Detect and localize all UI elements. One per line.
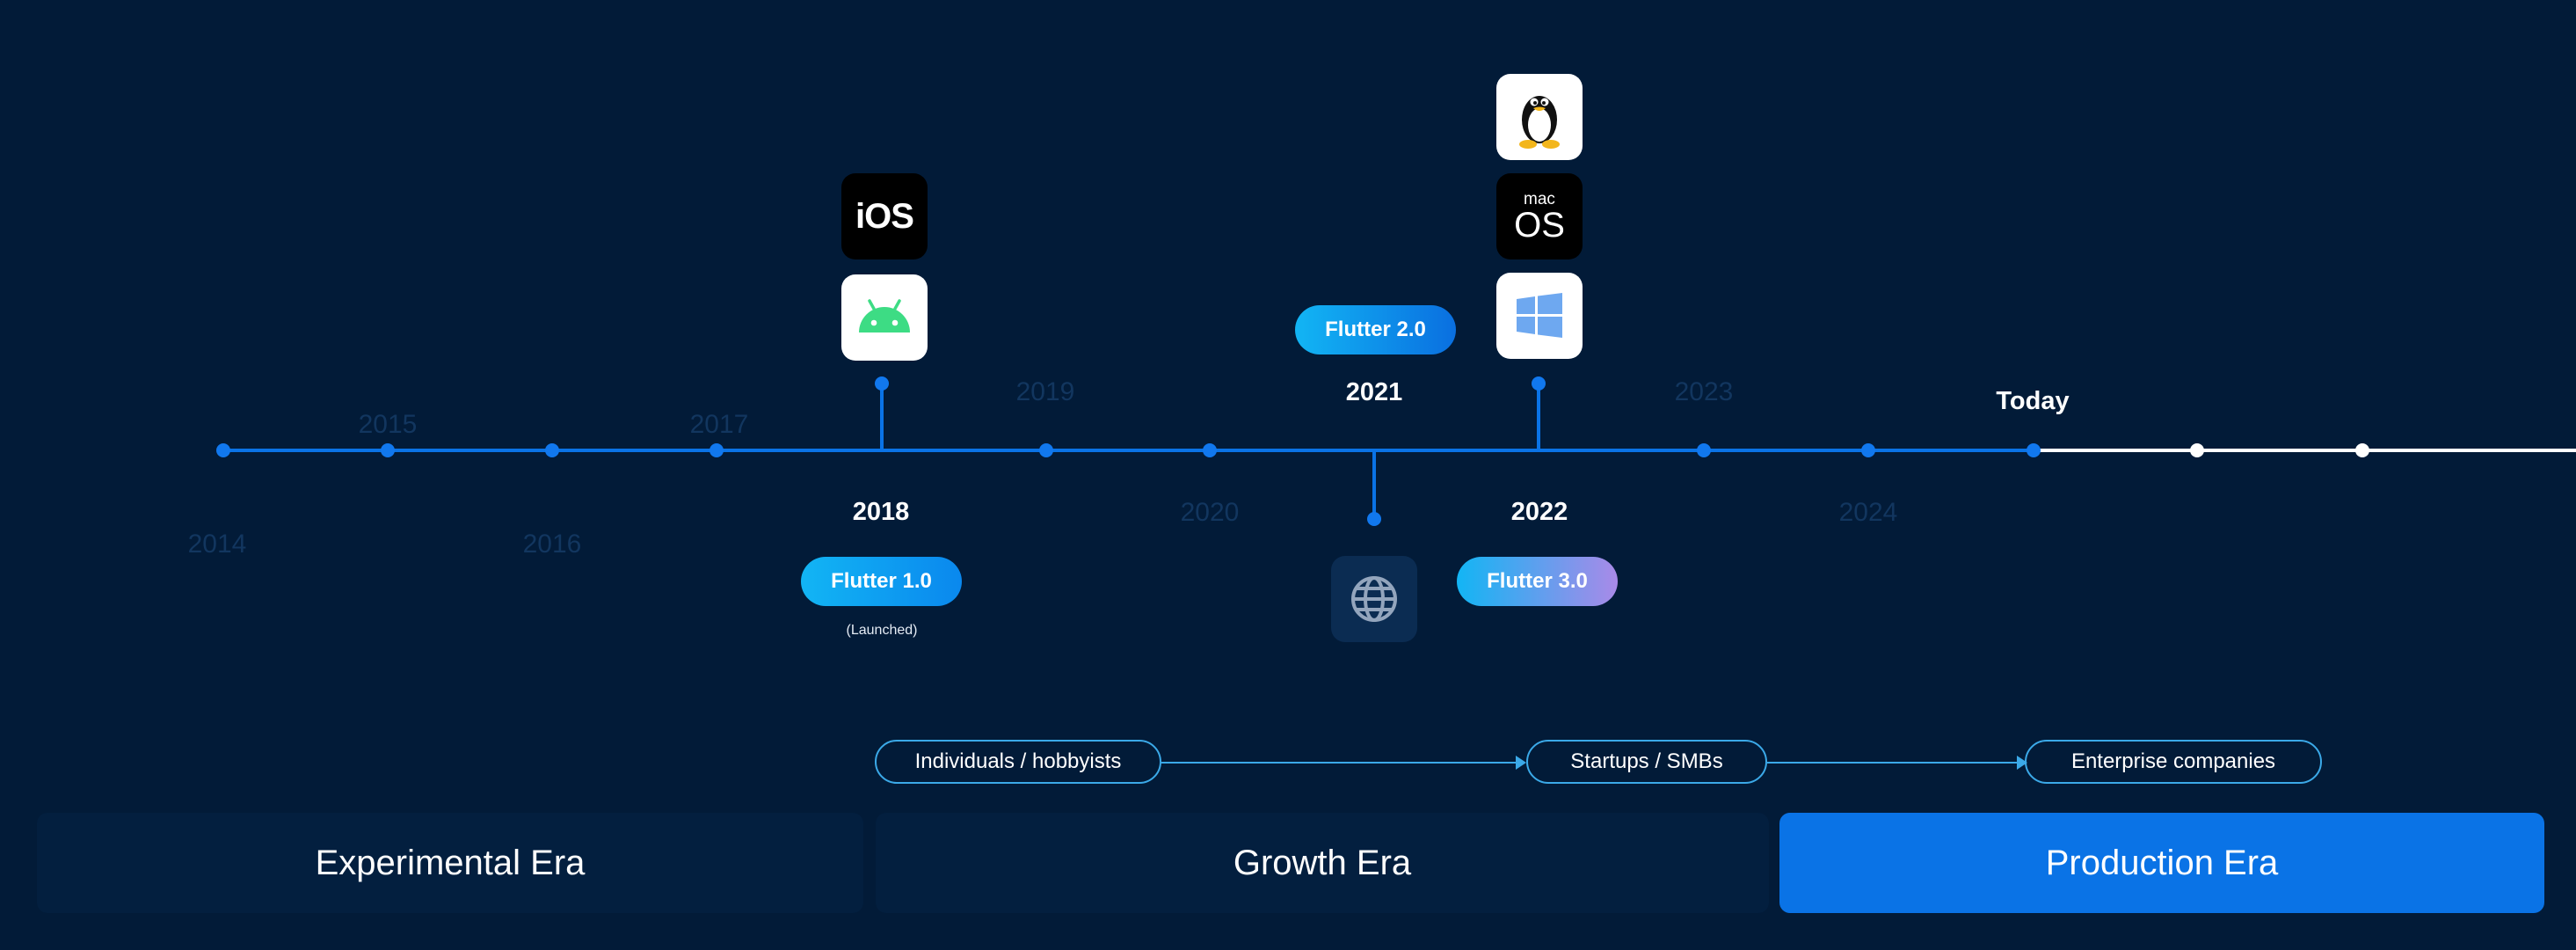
timeline-dot [1697,443,1711,457]
timeline-dot [1861,443,1875,457]
audience-individuals: Individuals / hobbyists [875,740,1161,784]
future-timeline-line [2034,449,2576,452]
android-glyph [859,299,910,332]
milestone-dot-2022 [1532,376,1546,391]
year-label: 2016 [522,530,582,559]
launched-note: (Launched) [846,623,918,638]
audience-connector [1767,762,2025,764]
year-label: 2014 [187,530,247,559]
year-label: 2023 [1674,377,1734,406]
year-label: 2017 [689,410,749,439]
milestone-year-2018: 2018 [852,498,910,526]
milestone-dot-2021 [1367,512,1381,526]
flutter-3-0-pill: Flutter 3.0 [1457,557,1618,606]
milestone-stem-2022 [1537,384,1540,450]
timeline-dot [216,443,230,457]
windows-glyph [1517,293,1562,338]
arrow-right-icon [1516,756,1526,770]
audience-enterprise: Enterprise companies [2025,740,2322,784]
timeline-dot [381,443,395,457]
audience-connector [1161,762,1524,764]
today-label: Today [1996,387,2070,415]
timeline-dot [709,443,724,457]
timeline-dot [1039,443,1053,457]
year-label: 2015 [358,410,418,439]
timeline-line [223,449,2034,452]
tux-glyph [1519,96,1560,149]
future-dot [2355,443,2369,457]
era-experimental: Experimental Era [37,813,863,913]
android-icon [841,274,928,361]
ios-icon: iOS [841,173,928,259]
timeline-dot [2027,443,2041,457]
milestone-stem-2021 [1372,450,1376,519]
ios-text: iOS [855,196,914,236]
macos-small-text: mac [1524,189,1555,208]
macos-icon: mac OS [1496,173,1583,259]
flutter-1-0-pill: Flutter 1.0 [801,557,962,606]
timeline-dot [545,443,559,457]
year-label: 2024 [1838,498,1898,527]
era-growth: Growth Era [876,813,1769,913]
milestone-year-2022: 2022 [1510,498,1568,526]
future-dot [2190,443,2204,457]
linux-tux-icon [1496,74,1583,160]
globe-glyph [1351,576,1397,622]
globe-icon [1331,556,1417,642]
flutter-2-0-pill: Flutter 2.0 [1295,305,1456,354]
year-label: 2020 [1180,498,1240,527]
milestone-year-2021: 2021 [1345,378,1403,406]
audience-startups: Startups / SMBs [1526,740,1767,784]
macos-text: mac OS [1514,191,1565,243]
timeline-dot [1203,443,1217,457]
windows-icon [1496,273,1583,359]
year-label: 2019 [1015,377,1075,406]
macos-big-text: OS [1514,205,1565,245]
milestone-dot-2018 [875,376,889,391]
era-production: Production Era [1779,813,2544,913]
milestone-stem-2018 [880,384,884,450]
